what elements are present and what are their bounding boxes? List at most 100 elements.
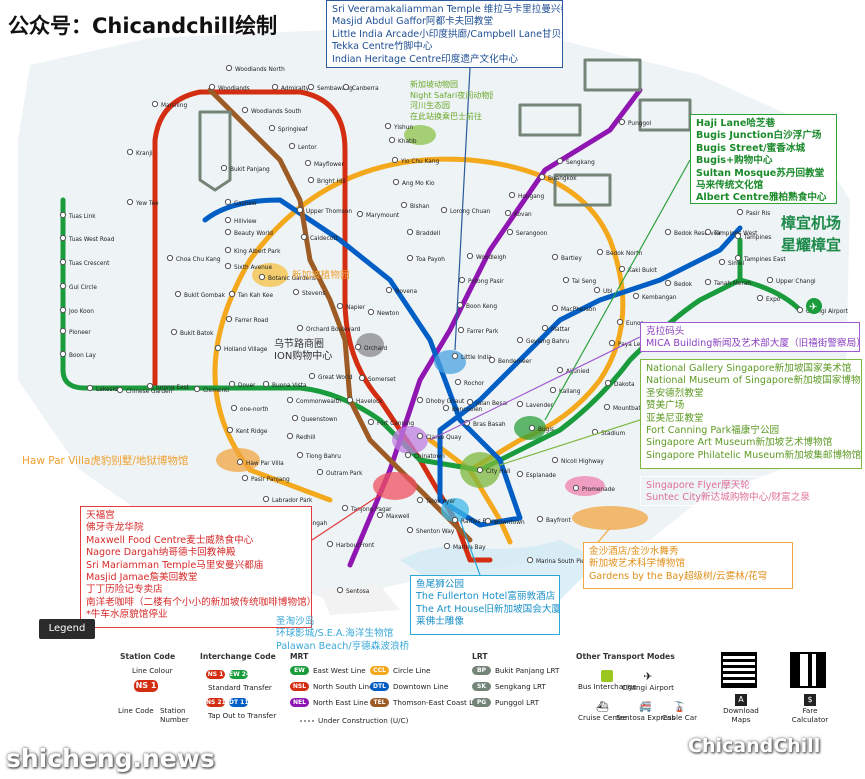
box-line: Night Safari夜间动物园 [410,90,494,100]
station-marker [664,279,672,287]
station-label: City Hall [486,469,511,475]
station-label: Mayflower [314,162,344,168]
station-marker [416,396,424,404]
station-label: Boon Lay [69,353,96,359]
museums-leader [499,419,641,466]
station-label: Pasir Panjang [251,477,290,483]
station-marker [458,276,466,284]
chip: DT 11 [229,698,249,707]
airport-label-line: 樟宜机场 [781,214,842,232]
station-marker [442,404,450,412]
station-label: Paya Lebar [618,342,651,348]
station-label: MacPherson [561,307,596,313]
station-label: Novena [395,289,418,295]
legend-text: Under Construction (U/C) [318,716,409,725]
station-label: Changi Airport [806,309,849,315]
station-marker [457,326,465,334]
box-line: Bugis Junction白沙浮广场 [696,130,822,142]
station-label: Tai Seng [571,279,597,285]
station-marker [228,290,236,298]
station-label: Redhill [296,435,316,441]
station-label: King Albert Park [234,249,281,255]
legend-text: Bus Interchange [578,682,637,691]
station-label: Napier [346,305,366,311]
station-marker [443,542,451,550]
legend-station-number: Station Number [160,706,200,724]
station-label: Woodleigh [476,255,507,261]
chinatown-leader [311,494,381,541]
station-label: Chinatown [414,454,445,460]
station-marker [236,458,244,466]
chip: NS 1 [134,680,158,692]
station-label: Marymount [366,213,400,219]
box-line: 在此站换乘巴士前往 [410,111,482,121]
station-label: Bedok [674,282,693,288]
legend-changi: ✈Changi Airport [622,670,674,692]
legend-fare[interactable]: $Fare Calculator [790,694,830,724]
station-label: Aljunied [566,369,590,375]
station-label: Yishun [393,125,413,131]
station-marker [126,148,134,156]
station-label: Toa Payoh [415,257,445,263]
station-marker [516,470,524,478]
station-marker [307,176,315,184]
fullerton-box: 鱼尾狮公园 The Fullerton Hotel富丽敦酒店 The Art H… [410,575,560,635]
station-label: Lorong Chuan [450,209,491,215]
station-label: Chinese Garden [126,389,173,395]
station-label: Woodlands South [251,109,302,115]
station-label: Bayfront [546,518,571,524]
station-marker [704,228,712,236]
legend-lrt: LRT [472,652,488,661]
legend-text: Tap Out to Transfer [208,711,277,720]
little-india-box: Sri Veeramakaliamman Temple 维拉马卡里拉曼兴都庙 M… [326,0,563,68]
station-label: Choa Chu Kang [176,257,221,263]
station-marker [766,276,774,284]
chip: BP [472,666,491,675]
box-line: Singapore Philatelic Museum新加坡集邮博物馆 [646,449,862,461]
legend-button[interactable]: Legend [39,619,95,639]
station-label: Holland Village [224,347,268,353]
station-marker [551,304,559,312]
station-label: Lakeside [96,387,122,393]
ship-icon: ⛴ [596,702,609,713]
legend-text: East West Line [313,666,366,675]
station-label: Haw Par Villa [246,461,284,467]
station-label: Bedok North [606,251,643,257]
station-label: Bendemeer [498,359,532,365]
chip: PG [472,698,491,707]
station-marker [593,286,601,294]
station-marker [326,540,334,548]
station-label: Kallang [559,389,581,395]
box-line: Bugis+购物中心 [696,155,773,167]
station-label: Raffles Place [461,519,498,525]
station-label: Khatib [398,139,417,145]
station-marker [536,515,544,523]
bugis-leader [544,159,691,421]
botanic-box: 新加坡植物园 [286,266,366,282]
fare-qr-icon[interactable] [790,652,826,688]
box-line: The Art House旧新加坡国会大厦 [416,603,560,615]
station-label: Lavender [526,403,554,409]
little-india-leader [454,67,471,351]
clarke-quay-highlight [392,426,428,454]
station-marker [286,396,294,404]
station-label: Simei [728,261,745,267]
station-label: Sengkang [566,160,595,166]
chip: NSL [290,682,309,691]
chip: TEL [370,698,389,707]
station-label: Orchard Boulevard [306,327,361,333]
station-label: Tuas West Road [68,237,115,243]
station-marker [528,424,536,432]
station-label: Lentor [298,145,317,151]
station-marker [603,403,611,411]
box-line: 克拉码头 [646,326,685,337]
station-marker [541,324,549,332]
download-qr-icon[interactable] [721,652,757,688]
station-marker [406,254,414,262]
station-label: Hillview [234,219,257,225]
box-line: Gardens by the Bay超级树/云雾林/花穹 [589,570,768,582]
box-line: The Fullerton Hotel富丽敦酒店 [416,591,556,603]
